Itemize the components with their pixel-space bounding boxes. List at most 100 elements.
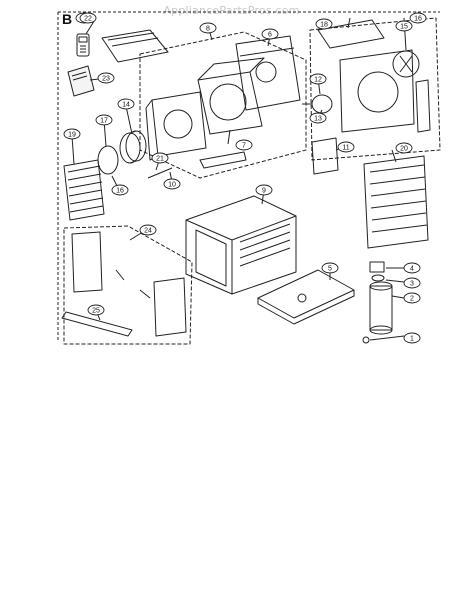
callout-circle xyxy=(163,178,181,190)
callout-circle xyxy=(403,262,421,274)
callout-circle xyxy=(151,152,169,164)
callout-number: 12 xyxy=(314,76,322,83)
part-motor-bracket xyxy=(311,137,339,175)
callout-4: 4 xyxy=(403,262,421,274)
part-condenser-fan xyxy=(392,50,420,78)
callout-number: 15 xyxy=(400,23,408,30)
part-top-bracket xyxy=(317,19,385,49)
callout-2: 2 xyxy=(403,292,421,304)
callout-circle xyxy=(261,28,279,40)
callout-16: 16 xyxy=(409,12,427,24)
part-bottom-strip xyxy=(61,311,133,337)
part-terminal-cover xyxy=(369,261,385,273)
callout-circle xyxy=(403,332,421,344)
part-cabinet xyxy=(185,195,297,295)
callout-number: 13 xyxy=(314,115,322,122)
part-owner-manual xyxy=(67,65,95,97)
callout-22: 22 xyxy=(79,12,97,24)
callout-23: 23 xyxy=(97,72,115,84)
part-condenser-coil xyxy=(363,155,429,249)
callout-number: 17 xyxy=(100,117,108,124)
callout-circle xyxy=(409,12,427,24)
part-compressor xyxy=(369,281,393,335)
callout-circle xyxy=(139,224,157,236)
watermark-text: AppliancePartsPros.com xyxy=(163,4,300,17)
callout-number: 24 xyxy=(144,227,152,234)
part-side-rail xyxy=(415,79,431,133)
callout-number: 16 xyxy=(116,187,124,194)
callout-group: 1234567891011121314151616161718192021222… xyxy=(63,12,427,344)
callout-circle xyxy=(403,277,421,289)
callout-6: 6 xyxy=(261,28,279,40)
callout-number: 4 xyxy=(410,265,414,272)
assembly-frame-24 xyxy=(63,225,193,345)
callout-19: 19 xyxy=(63,128,81,140)
callout-number: 16 xyxy=(414,15,422,22)
callout-circle xyxy=(63,128,81,140)
callout-circle xyxy=(403,292,421,304)
part-blower-wheel xyxy=(119,130,147,164)
callout-17: 17 xyxy=(95,114,113,126)
callout-circle xyxy=(315,18,333,30)
callout-14: 14 xyxy=(117,98,135,110)
callout-circle xyxy=(95,114,113,126)
callout-1: 1 xyxy=(403,332,421,344)
callout-circle xyxy=(235,139,253,151)
callout-number: 19 xyxy=(68,131,76,138)
part-drain-channel xyxy=(199,151,247,169)
part-base-pan xyxy=(257,269,355,325)
part-grommet xyxy=(362,336,370,344)
callout-16: 16 xyxy=(111,184,129,196)
callout-circle xyxy=(79,12,97,24)
part-condenser-shroud xyxy=(339,49,415,133)
part-screw xyxy=(147,167,173,179)
callout-number: 8 xyxy=(206,25,210,32)
callout-circle xyxy=(309,112,327,124)
callout-circle xyxy=(199,22,217,34)
callout-number: 7 xyxy=(242,142,246,149)
part-gasket xyxy=(371,274,385,282)
callout-20: 20 xyxy=(395,142,413,154)
section-label: B xyxy=(62,11,73,27)
callout-number: 5 xyxy=(328,265,332,272)
callout-5: 5 xyxy=(321,262,339,274)
callout-15: 15 xyxy=(395,20,413,32)
callout-number: 3 xyxy=(410,280,414,287)
callout-circle xyxy=(117,98,135,110)
callout-circle xyxy=(111,184,129,196)
callout-21: 21 xyxy=(151,152,169,164)
callout-circle xyxy=(97,72,115,84)
callout-number: 10 xyxy=(168,181,176,188)
part-fan-ring xyxy=(97,145,119,175)
part-bulkhead xyxy=(145,91,207,161)
part-front-grille xyxy=(71,231,187,337)
callout-number: 20 xyxy=(400,145,408,152)
callout-number: 18 xyxy=(320,21,328,28)
part-shroud xyxy=(197,57,265,135)
callout-circle xyxy=(395,20,413,32)
callout-7: 7 xyxy=(235,139,253,151)
callout-11: 11 xyxy=(337,141,355,153)
callout-circle xyxy=(321,262,339,274)
callout-number: 22 xyxy=(84,15,92,22)
callout-circle xyxy=(337,141,355,153)
part-top-cover xyxy=(101,29,169,63)
callout-number: 23 xyxy=(102,75,110,82)
callout-number: 21 xyxy=(156,155,164,162)
callout-12: 12 xyxy=(309,73,327,85)
part-evaporator-coil xyxy=(63,159,105,221)
callout-number: 25 xyxy=(92,307,100,314)
assembly-frame-13 xyxy=(309,17,441,161)
part-fan-motor xyxy=(302,94,333,114)
callout-number: 9 xyxy=(262,187,266,194)
callout-circle xyxy=(395,142,413,154)
callout-number: 1 xyxy=(410,335,414,342)
callout-25: 25 xyxy=(87,304,105,316)
callout-circle xyxy=(87,304,105,316)
callout-number: 11 xyxy=(342,144,349,151)
callout-24: 24 xyxy=(139,224,157,236)
callout-number: 14 xyxy=(122,101,130,108)
callout-number: 2 xyxy=(410,295,414,302)
